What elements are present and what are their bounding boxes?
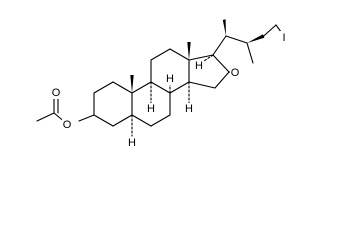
ring-a (93, 81, 133, 127)
c10-methyl-wedge (130, 75, 134, 93)
ring-d (188, 54, 230, 89)
c13-methyl-wedge (187, 42, 191, 60)
h-c9-label: H (147, 103, 155, 115)
atom-labels: I O O O H H H H H (51, 31, 288, 149)
h-c5-label: H (128, 137, 136, 149)
c20-methyl-wedge (222, 19, 226, 36)
h-c17-label: H (195, 60, 203, 72)
ring-b (131, 81, 171, 127)
h-c14-label: H (185, 103, 193, 115)
h-c8-label: H (166, 73, 174, 85)
ring-c (150, 48, 190, 94)
molecule-structure: I O O O H H H H H (36, 19, 288, 149)
iodoethyl-chain (247, 24, 285, 43)
carbonyl-oxygen-label: O (52, 87, 61, 99)
iodine-label: I (282, 32, 285, 44)
ring-oxygen-label: O (231, 67, 240, 79)
acetate-ether-oxygen-label: O (63, 119, 72, 131)
